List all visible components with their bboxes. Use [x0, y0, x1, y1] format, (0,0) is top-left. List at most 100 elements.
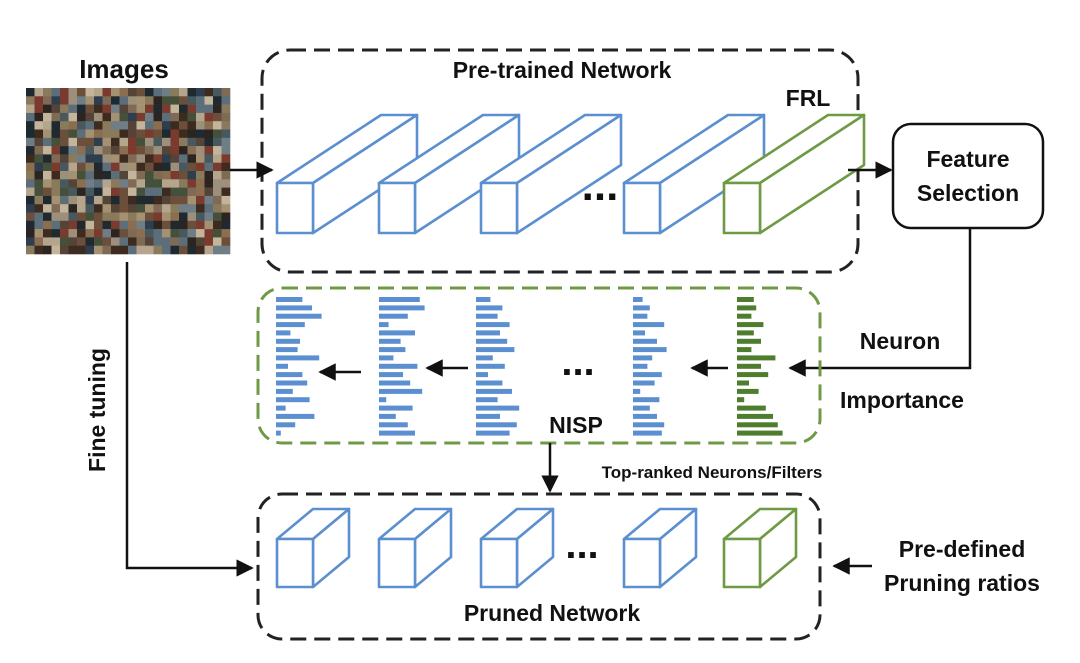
images-mosaic: [26, 88, 231, 255]
importance-bar-column: [276, 297, 322, 436]
mosaic-tile: [102, 96, 112, 105]
mosaic-tile: [153, 212, 163, 222]
mosaic-tile: [153, 96, 163, 105]
mosaic-tile: [179, 195, 188, 205]
mosaic-tile: [77, 204, 86, 213]
mosaic-tile: [213, 104, 222, 114]
mosaic-tile: [119, 237, 129, 246]
mosaic-tile: [102, 112, 112, 122]
mosaic-tile: [204, 195, 214, 205]
mosaic-tile: [60, 179, 69, 188]
mosaic-tile: [60, 137, 69, 147]
mosaic-tile: [187, 187, 197, 197]
importance-bar: [737, 355, 776, 361]
mosaic-tile: [43, 195, 52, 205]
mosaic-tile: [68, 187, 78, 197]
importance-bar: [379, 305, 425, 311]
mosaic-tile: [34, 212, 44, 222]
importance-bar: [737, 297, 754, 302]
mosaic-tile: [119, 204, 129, 213]
mosaic-tile: [179, 187, 188, 197]
nisp-ellipsis: ...: [561, 340, 594, 384]
mosaic-tile: [43, 162, 52, 172]
mosaic-tile: [204, 204, 214, 213]
pretrained-layer-block: [622, 113, 766, 235]
mosaic-tile: [213, 179, 222, 188]
mosaic-tile: [179, 179, 188, 188]
feature-selection-box: [891, 122, 1045, 230]
mosaic-tile: [102, 137, 112, 147]
importance-bar: [737, 397, 745, 403]
importance-bar: [276, 422, 296, 428]
mosaic-tile: [34, 220, 44, 230]
mosaic-tile: [26, 154, 35, 163]
mosaic-tile: [162, 146, 171, 155]
mosaic-tile: [26, 88, 35, 97]
mosaic-tile: [43, 237, 52, 246]
mosaic-tile: [187, 212, 197, 222]
mosaic-tile: [145, 229, 154, 238]
mosaic-tile: [170, 171, 180, 180]
mosaic-tile: [145, 237, 154, 246]
mosaic-tile: [94, 212, 103, 222]
mosaic-tile: [213, 112, 222, 122]
mosaic-tile: [119, 212, 129, 222]
importance-bar: [379, 322, 389, 328]
importance-bar: [737, 430, 783, 436]
importance-bar: [737, 388, 759, 394]
feature-selection-label-line1: Feature: [926, 146, 1009, 172]
mosaic-tile: [26, 195, 35, 205]
nisp-box: [256, 286, 822, 445]
mosaic-tile: [162, 154, 171, 163]
mosaic-tile: [77, 237, 86, 246]
mosaic-tile: [102, 245, 112, 255]
mosaic-tile: [204, 112, 214, 122]
mosaic-tile: [179, 204, 188, 213]
pruned-layer-block: [479, 507, 555, 589]
mosaic-tile: [60, 129, 69, 139]
mosaic-tile: [26, 96, 35, 105]
mosaic-tile: [85, 88, 95, 97]
mosaic-tile: [26, 179, 35, 188]
mosaic-tile: [119, 96, 129, 105]
mosaic-tile: [136, 171, 146, 180]
mosaic-tile: [179, 121, 188, 130]
mosaic-tile: [43, 229, 52, 238]
mosaic-tile: [85, 171, 95, 180]
mosaic-tile: [221, 179, 231, 188]
mosaic-tile: [187, 96, 197, 105]
mosaic-tile: [213, 146, 222, 155]
mosaic-tile: [68, 129, 78, 139]
mosaic-tile: [85, 187, 95, 197]
mosaic-tile: [162, 220, 171, 230]
mosaic-tile: [26, 104, 35, 114]
mosaic-tile: [119, 187, 129, 197]
mosaic-tile: [34, 96, 44, 105]
mosaic-tile: [179, 88, 188, 97]
mosaic-tile: [94, 179, 103, 188]
mosaic-tile: [60, 171, 69, 180]
mosaic-tile: [213, 171, 222, 180]
mosaic-tile: [145, 96, 154, 105]
mosaic-tile: [136, 129, 146, 139]
mosaic-tile: [162, 104, 171, 114]
mosaic-tile: [60, 162, 69, 172]
mosaic-tile: [85, 229, 95, 238]
importance-bar: [476, 430, 510, 436]
mosaic-tile: [213, 187, 222, 197]
mosaic-tile: [68, 104, 78, 114]
importance-bar: [476, 305, 503, 311]
mosaic-tile: [43, 88, 52, 97]
mosaic-tile: [179, 112, 188, 122]
mosaic-tile: [111, 187, 120, 197]
mosaic-tile: [179, 129, 188, 139]
mosaic-tile: [170, 229, 180, 238]
mosaic-tile: [34, 137, 44, 147]
mosaic-tile: [204, 162, 214, 172]
importance-bar: [379, 313, 408, 319]
mosaic-tile: [170, 212, 180, 222]
mosaic-tile: [204, 104, 214, 114]
mosaic-tile: [94, 96, 103, 105]
importance-bar: [276, 355, 320, 361]
mosaic-tile: [68, 237, 78, 246]
